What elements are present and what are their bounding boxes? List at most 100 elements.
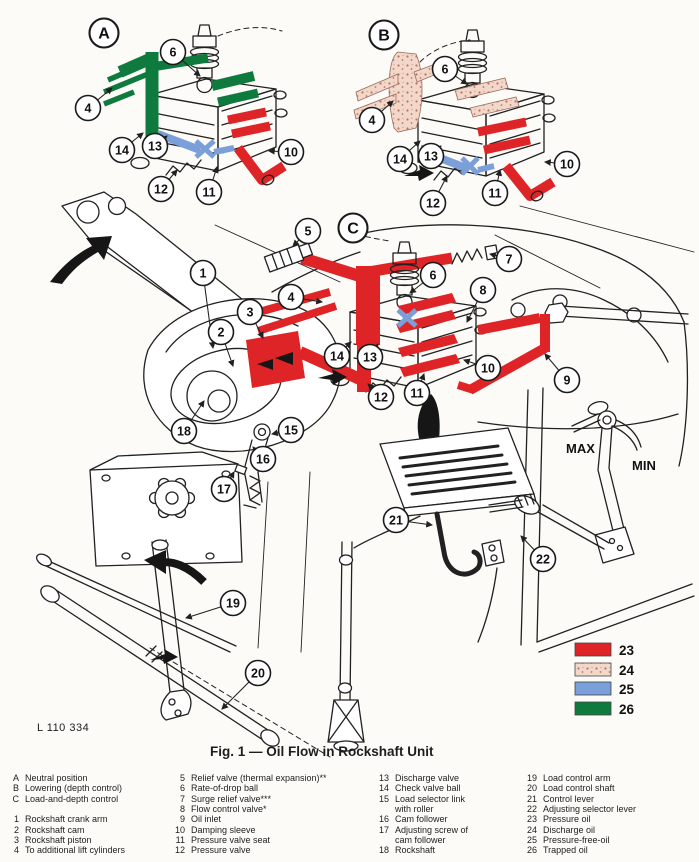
part-number: B: [12, 783, 19, 794]
legend-swatch-24: [574, 662, 612, 677]
view-letter: B: [378, 28, 390, 45]
max-label: MAX: [566, 441, 595, 456]
callout-number: 15: [284, 424, 298, 438]
part-number: 13: [378, 773, 389, 783]
callout-number: 11: [488, 187, 501, 201]
parts-entry: with roller: [372, 804, 468, 814]
transmission-body: [271, 224, 695, 653]
callout-number: 12: [426, 197, 440, 211]
callout-C-13: [356, 343, 384, 371]
callout-number: 10: [560, 158, 574, 172]
callout-number: 10: [284, 146, 298, 160]
controls-linkage: [35, 394, 642, 758]
part-number: 15: [378, 793, 389, 804]
callout-number: 9: [564, 374, 571, 388]
callout-B-10: [553, 150, 581, 178]
callout-number: 20: [251, 667, 265, 681]
callout-number: 5: [305, 225, 312, 239]
part-number: 10: [174, 824, 185, 835]
part-label: Check valve ball: [395, 783, 461, 794]
callout-number: 13: [424, 150, 438, 164]
callout-number: 6: [170, 46, 177, 60]
legend-swatch-23: [574, 642, 612, 657]
callout-C-9: [553, 366, 581, 394]
part-label: Load selector link: [395, 793, 466, 804]
callout-number: 4: [288, 291, 295, 305]
part-label: Control lever: [543, 793, 595, 804]
legend-number: 26: [619, 702, 635, 717]
view-label-circle-C: [337, 212, 369, 244]
callout-number: 19: [226, 597, 240, 611]
view-c-pipes: [246, 252, 453, 392]
callout-number: 11: [410, 387, 423, 401]
part-label: Load control shaft: [543, 783, 615, 794]
hand-knob: [148, 477, 196, 519]
callout-number: 6: [442, 63, 449, 77]
part-label: Rockshaft: [395, 845, 436, 856]
callout-B-4: [358, 106, 386, 134]
callout-number: 21: [389, 514, 403, 528]
part-label: Neutral position: [25, 773, 88, 783]
part-number: 21: [526, 793, 537, 804]
callout-C-21: [382, 506, 410, 534]
legend-swatch-26: [574, 701, 612, 716]
part-number: 16: [378, 814, 389, 825]
parts-entry: 15 Load selector link: [372, 794, 468, 804]
callout-C-17: [210, 475, 238, 503]
crank-arrow: [50, 236, 112, 284]
load-control-arm: [151, 539, 192, 721]
view-c-spools: [396, 293, 550, 395]
thermal-relief-valve: [263, 242, 314, 273]
callout-C-15: [277, 416, 305, 444]
parts-column-3: 13 Discharge valve 14 Check valve ball 15 Loa…: [372, 773, 468, 856]
part-label: Rockshaft cam: [25, 824, 85, 835]
part-label: Pressure-free-oil: [543, 835, 610, 846]
callout-number: 14: [330, 350, 344, 364]
part-label: Rate-of-drop ball: [191, 783, 259, 794]
callout-C-11: [403, 379, 431, 407]
figure-caption: Fig. 1 — Oil Flow in Rockshaft Unit: [210, 744, 434, 759]
flow-arrow: [404, 165, 434, 181]
part-number: [372, 835, 389, 845]
part-number: 25: [526, 835, 537, 846]
part-number: 5: [179, 773, 185, 783]
callout-B-6: [431, 55, 459, 83]
callout-C-18: [170, 417, 198, 445]
part-label: Discharge valve: [395, 773, 460, 783]
parts-entry: 13 Discharge valve: [372, 773, 468, 783]
callout-A-12: [147, 175, 175, 203]
part-number: [6, 804, 19, 814]
load-control-shaft: [35, 553, 331, 758]
callout-number: 13: [148, 140, 162, 154]
part-number: C: [12, 793, 20, 804]
min-label: MIN: [632, 458, 656, 473]
part-number: 12: [174, 845, 185, 856]
callout-number: 8: [480, 284, 487, 298]
part-label: Pressure oil: [543, 814, 591, 825]
part-label: Pressure valve seat: [191, 835, 271, 846]
view-a-drawing: [102, 24, 288, 186]
part-number: 11: [175, 835, 185, 846]
callout-C-16: [249, 445, 277, 473]
callout-C-8: [469, 276, 497, 304]
callout-number: 4: [85, 102, 92, 116]
view-letter: A: [98, 26, 110, 43]
part-label: Damping sleeve: [191, 824, 256, 835]
rockshaft-piston: [246, 331, 305, 388]
parts-entry: cam follower: [372, 835, 468, 845]
parts-entry: 21 Control lever: [520, 794, 636, 804]
legend-number: 24: [619, 663, 635, 678]
part-number: 14: [378, 783, 389, 794]
